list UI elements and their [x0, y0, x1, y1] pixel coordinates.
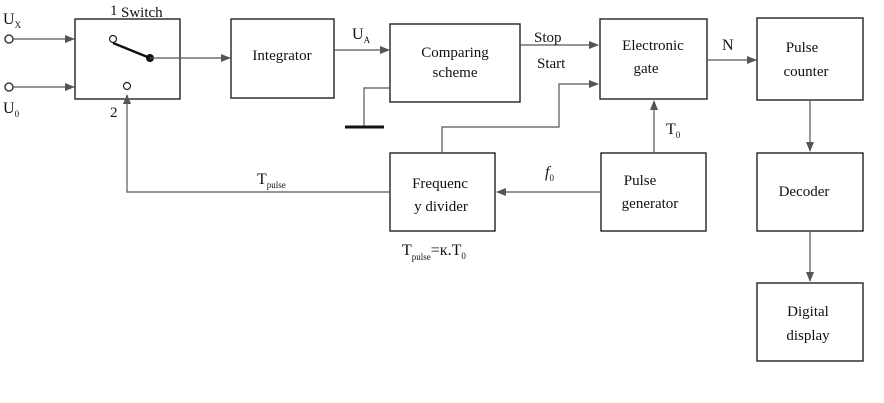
ground-wire: [363, 87, 390, 127]
generator-label-1: Pulse: [624, 173, 657, 189]
comparing-block: [389, 23, 521, 103]
ua-label: UA: [352, 26, 371, 45]
switch-pos1-label: 1: [110, 3, 118, 19]
ux-label: UX: [3, 11, 22, 30]
switch-lever: [112, 41, 151, 60]
start-label: Start: [537, 56, 566, 72]
u0-label: U0: [3, 100, 20, 119]
integrator-block: [230, 18, 335, 99]
display-block: [756, 282, 864, 362]
start-line: [441, 80, 599, 153]
generator-label-2: generator: [622, 196, 679, 212]
tpulse-label: Tpulse: [257, 171, 286, 190]
display-label-2: display: [786, 328, 830, 344]
tpulse-feedback-line: [123, 94, 390, 193]
counter-block: [756, 17, 864, 101]
switch-contact-2: [122, 81, 132, 91]
divider-label-2: y divider: [414, 199, 468, 215]
counter-label-2: counter: [784, 64, 829, 80]
counter-label-1: Pulse: [786, 40, 819, 56]
tpulse-formula: Tpulse=к.T0: [402, 242, 466, 262]
comparing-label-2: scheme: [433, 65, 478, 81]
ux-terminal: [4, 34, 14, 44]
display-label-1: Digital: [787, 304, 829, 320]
gate-block: [599, 18, 708, 100]
integrator-label: Integrator: [252, 48, 311, 64]
f0-label: f0: [545, 164, 554, 183]
u0-terminal: [4, 82, 14, 92]
comparing-label-1: Comparing: [421, 45, 489, 61]
generator-block: [600, 152, 707, 232]
gate-label-1: Electronic: [622, 38, 684, 54]
n-label: N: [722, 37, 734, 54]
decoder-block: [756, 152, 864, 232]
switch-contact-1: [108, 34, 118, 44]
gate-label-2: gate: [634, 61, 659, 77]
switch-pos2-label: 2: [110, 105, 118, 121]
switch-label: Switch: [121, 5, 163, 21]
divider-label-1: Frequenc: [412, 176, 468, 192]
t0-label: T0: [666, 121, 681, 140]
stop-label: Stop: [534, 30, 562, 46]
divider-block: [389, 152, 496, 232]
decoder-label: Decoder: [779, 184, 830, 200]
